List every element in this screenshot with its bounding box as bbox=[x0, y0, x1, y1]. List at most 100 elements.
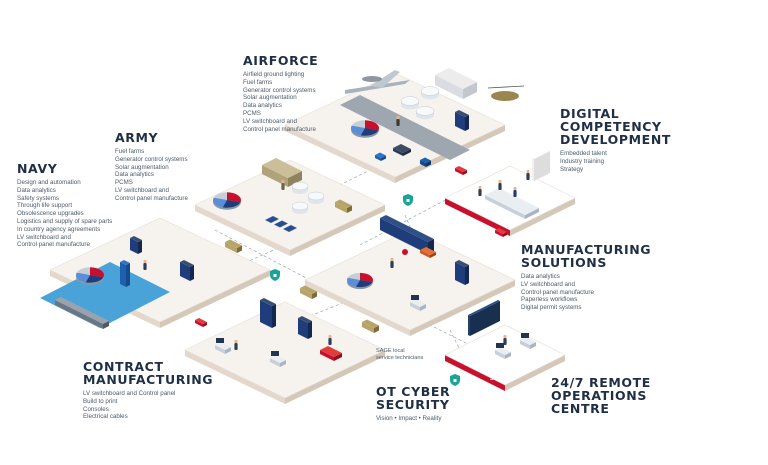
control-panel-icon bbox=[215, 342, 231, 354]
platform-army-side-left bbox=[195, 205, 290, 256]
storage-tank-icon bbox=[291, 201, 309, 214]
military-truck-icon-top bbox=[362, 319, 379, 328]
platform-navy-side-right bbox=[160, 270, 270, 328]
list-item: Data analytics bbox=[17, 186, 56, 194]
pie-chart-icon-slice bbox=[76, 272, 90, 283]
control-panel-icon-top bbox=[130, 236, 142, 242]
army-building-right bbox=[288, 171, 302, 187]
pie-chart-icon-slice bbox=[347, 272, 360, 280]
person-icon-body bbox=[143, 263, 147, 270]
solar-panel-icon bbox=[282, 224, 298, 233]
control-panel-icon-left bbox=[520, 340, 530, 349]
control-panel-icon bbox=[495, 347, 511, 359]
shield-lock-icon bbox=[450, 374, 460, 386]
switchboard-icon-right bbox=[465, 265, 469, 285]
solar-panel-icon bbox=[393, 144, 411, 156]
platform-manufacturing-side-right bbox=[410, 280, 515, 336]
pie-chart-icon-slice bbox=[365, 120, 379, 131]
car-icon-left bbox=[455, 168, 463, 175]
list-item: Embedded talent bbox=[560, 150, 607, 157]
person-icon-head bbox=[143, 259, 147, 264]
list-item: LV switchboard and bbox=[17, 233, 71, 241]
car-icon-left bbox=[495, 230, 503, 237]
switchboard-icon bbox=[260, 298, 276, 328]
list-item: Data analytics bbox=[243, 102, 282, 110]
pie-chart-icon-slice bbox=[76, 267, 90, 275]
person-icon-head bbox=[526, 169, 530, 174]
person-icon-body bbox=[513, 190, 517, 197]
video-wall-left bbox=[468, 315, 470, 336]
switchboard-icon bbox=[455, 110, 469, 131]
ship-icon-top bbox=[55, 297, 109, 324]
storage-tank-icon bbox=[400, 96, 420, 110]
person-icon bbox=[281, 179, 285, 190]
person-icon-body bbox=[396, 119, 400, 126]
section-army-title-line: ARMY bbox=[115, 130, 159, 145]
assembly-table-top bbox=[320, 346, 342, 357]
equipment-crate-right bbox=[426, 160, 431, 167]
car-icon-top bbox=[455, 166, 467, 172]
list-item: Industry training bbox=[560, 157, 605, 165]
list-item: Control panel manufacture bbox=[115, 194, 188, 202]
army-building-top bbox=[262, 158, 302, 178]
section-navy-title: NAVY bbox=[17, 162, 112, 175]
switchboard-icon-right bbox=[272, 304, 276, 328]
military-truck-icon-left bbox=[362, 322, 374, 333]
training-board-left bbox=[532, 158, 534, 181]
switchboard-icon-left bbox=[380, 218, 428, 254]
platform-digital-side-left bbox=[445, 198, 510, 236]
pie-chart-icon-slice bbox=[347, 277, 360, 287]
person-icon bbox=[526, 169, 530, 180]
dashed-connector bbox=[214, 229, 311, 281]
list-item: Digital permit systems bbox=[521, 304, 582, 312]
military-truck-icon-left bbox=[300, 288, 312, 299]
pie-chart-icon-slice bbox=[351, 125, 365, 136]
person-icon-body bbox=[478, 189, 482, 196]
list-item: LV switchboard and bbox=[521, 280, 575, 288]
person-icon bbox=[328, 334, 332, 345]
list-item: Design and automation bbox=[17, 179, 81, 186]
platform-contract-side-right bbox=[285, 350, 385, 404]
car-icon-top bbox=[495, 228, 507, 234]
section-digital-title-line: COMPETENCY bbox=[560, 119, 662, 134]
person-icon-body bbox=[281, 183, 285, 190]
switchboard-icon bbox=[455, 260, 469, 285]
training-board bbox=[532, 150, 550, 181]
aircraft-icon-dome bbox=[362, 76, 382, 82]
car-icon-top bbox=[195, 318, 207, 324]
military-truck-icon-top bbox=[225, 239, 242, 248]
crane-icon-right bbox=[126, 263, 130, 287]
platform-army-side-right bbox=[290, 205, 385, 256]
list-item: LV switchboard and Control panel bbox=[83, 390, 176, 397]
control-panel-icon-left bbox=[270, 358, 280, 367]
equipment-crate bbox=[375, 152, 386, 161]
pie-chart-icon-slice bbox=[355, 280, 373, 288]
video-wall-right bbox=[470, 301, 500, 336]
list-item: Electrical cables bbox=[83, 413, 128, 421]
switchboard-icon-left bbox=[180, 262, 190, 281]
control-panel-icon-screen bbox=[271, 351, 279, 356]
list-item: In country agency agreements bbox=[17, 225, 101, 233]
storage-tank-icon-lid bbox=[307, 191, 325, 201]
equipment-crate-top bbox=[375, 152, 386, 158]
person-icon bbox=[498, 179, 502, 190]
platform-airforce-side-left bbox=[285, 125, 395, 183]
control-panel-icon-left bbox=[130, 238, 138, 254]
storage-tank-icon bbox=[291, 181, 309, 194]
assembly-table-right bbox=[334, 353, 342, 361]
equipment-crate-left bbox=[420, 160, 426, 167]
list-item: Control panel manufacture bbox=[17, 241, 90, 249]
pie-chart-icon-slice bbox=[351, 120, 365, 128]
list-item: LV switchboard and bbox=[243, 117, 297, 125]
platform-digital-side-right bbox=[510, 198, 575, 236]
